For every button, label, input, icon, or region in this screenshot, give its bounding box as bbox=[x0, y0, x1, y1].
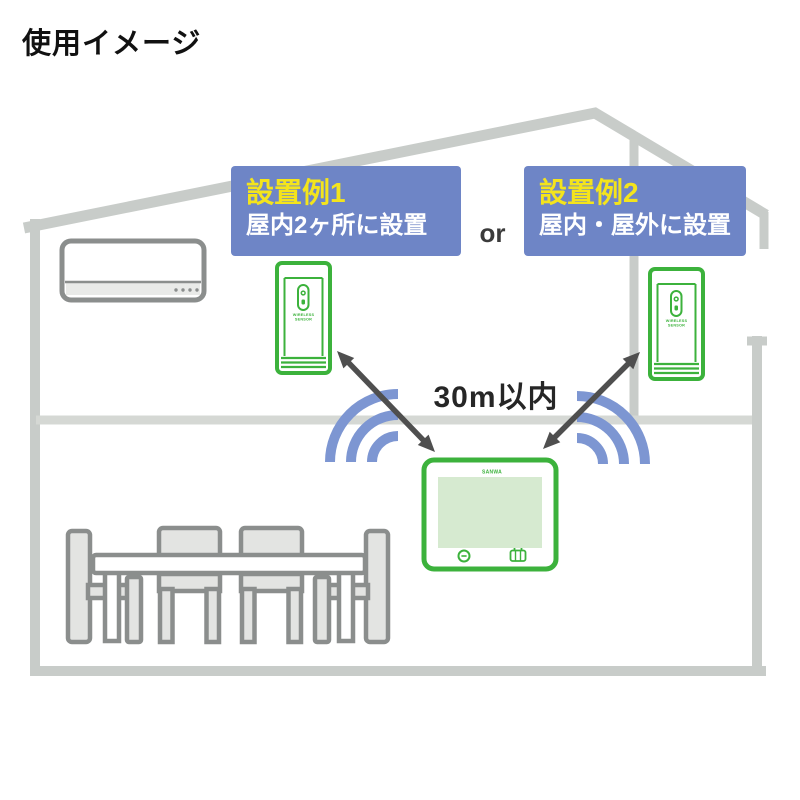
sensor-device-1: WIRELESS SENSOR bbox=[275, 261, 332, 375]
sensor-device-2: WIRELESS SENSOR bbox=[648, 267, 705, 381]
wifi-signal-icon-right bbox=[576, 391, 650, 465]
lens-switch-icon bbox=[301, 299, 305, 305]
wifi-signal-icon-left bbox=[325, 389, 399, 463]
ac-indicator-dots bbox=[174, 288, 199, 292]
sensor-inner-frame bbox=[283, 277, 324, 356]
motion-sensor-lens-icon bbox=[297, 284, 310, 311]
sensor-label-line1: WIRELESS bbox=[666, 319, 688, 323]
lens-dot-icon bbox=[673, 296, 679, 302]
page-title: 使用イメージ bbox=[22, 28, 202, 60]
example-1-label-box: 設置例1 屋内2ヶ所に設置 bbox=[231, 166, 461, 256]
example-1-description: 屋内2ヶ所に設置 bbox=[246, 212, 428, 239]
sensor-label-line2: SENSOR bbox=[668, 324, 685, 328]
table-top bbox=[90, 552, 368, 576]
sensor-vents bbox=[654, 362, 699, 375]
brand-logo: SANWA bbox=[482, 470, 502, 476]
sensor-inner-frame bbox=[656, 283, 697, 362]
lens-dot-icon bbox=[300, 290, 306, 296]
table-leg-right bbox=[336, 568, 356, 644]
example-1-heading: 設置例1 bbox=[246, 177, 346, 208]
or-connector-label: or bbox=[479, 218, 506, 248]
monitor-device: SANWA bbox=[421, 457, 559, 572]
dining-set bbox=[65, 525, 391, 645]
example-2-heading: 設置例2 bbox=[539, 177, 639, 208]
speaker-grille-icon bbox=[509, 548, 527, 562]
sensor-body bbox=[275, 261, 332, 375]
example-2-label-box: 設置例2 屋内・屋外に設置 bbox=[524, 166, 746, 256]
chair-back-2 bbox=[238, 525, 305, 645]
air-conditioner bbox=[59, 238, 207, 303]
lens-switch-icon bbox=[674, 305, 678, 311]
chair-back-1 bbox=[156, 525, 223, 645]
double-arrow-icon-left bbox=[337, 351, 435, 452]
range-distance-label: 30m以内 bbox=[433, 381, 559, 414]
sensor-label-line1: WIRELESS bbox=[293, 313, 315, 317]
sensor-vents bbox=[281, 356, 326, 369]
clock-icon bbox=[457, 549, 471, 563]
motion-sensor-lens-icon bbox=[670, 290, 683, 317]
table-leg-left bbox=[102, 568, 122, 644]
example-2-description: 屋内・屋外に設置 bbox=[539, 212, 731, 239]
double-arrow-icon-right bbox=[543, 352, 640, 449]
sensor-body bbox=[648, 267, 705, 381]
dining-table bbox=[90, 552, 368, 644]
monitor-screen bbox=[438, 477, 542, 548]
sensor-label-line2: SENSOR bbox=[295, 318, 312, 322]
ac-vent-strip bbox=[66, 283, 200, 295]
